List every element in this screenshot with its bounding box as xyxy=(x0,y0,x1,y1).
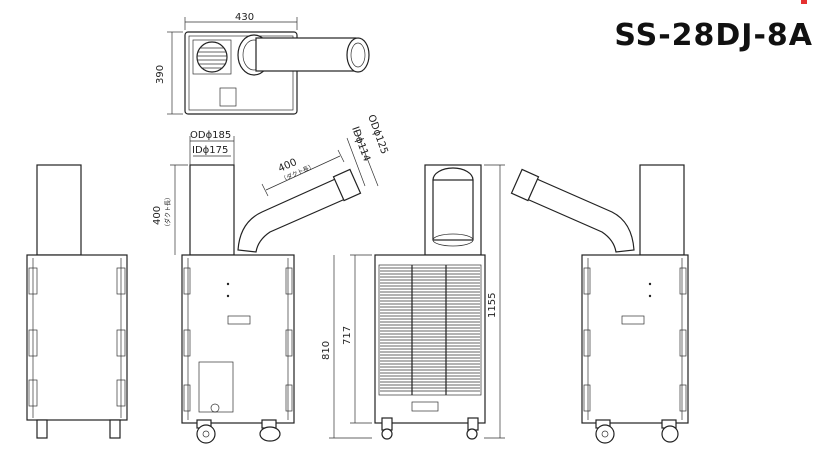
dim-body-height: 810 xyxy=(321,341,332,360)
dim-inner-duct: IDϕ175 xyxy=(192,145,228,156)
rear-view: 717 810 1155 xyxy=(321,164,505,440)
dim-duct-length: 400 xyxy=(152,206,163,225)
left-side-view xyxy=(26,164,128,439)
top-view: 430 390 xyxy=(155,12,370,115)
dim-duct-length-note: （ダクト長） xyxy=(164,194,172,230)
model-number: SS-28DJ-8A xyxy=(614,18,813,53)
dim-panel-height: 717 xyxy=(342,326,353,345)
front-view: ODϕ185 IDϕ175 400 （ダクト長） 400 （ダクト長） ODϕ1… xyxy=(152,113,390,444)
red-marker xyxy=(801,0,807,4)
dim-total-height: 1155 xyxy=(487,293,498,318)
dim-outer-duct: ODϕ185 xyxy=(190,130,231,141)
dim-top-width: 430 xyxy=(235,12,254,23)
right-side-view xyxy=(510,164,689,444)
dim-top-depth: 390 xyxy=(155,65,166,84)
dim-nozzle-id: IDϕ114 xyxy=(349,125,372,163)
